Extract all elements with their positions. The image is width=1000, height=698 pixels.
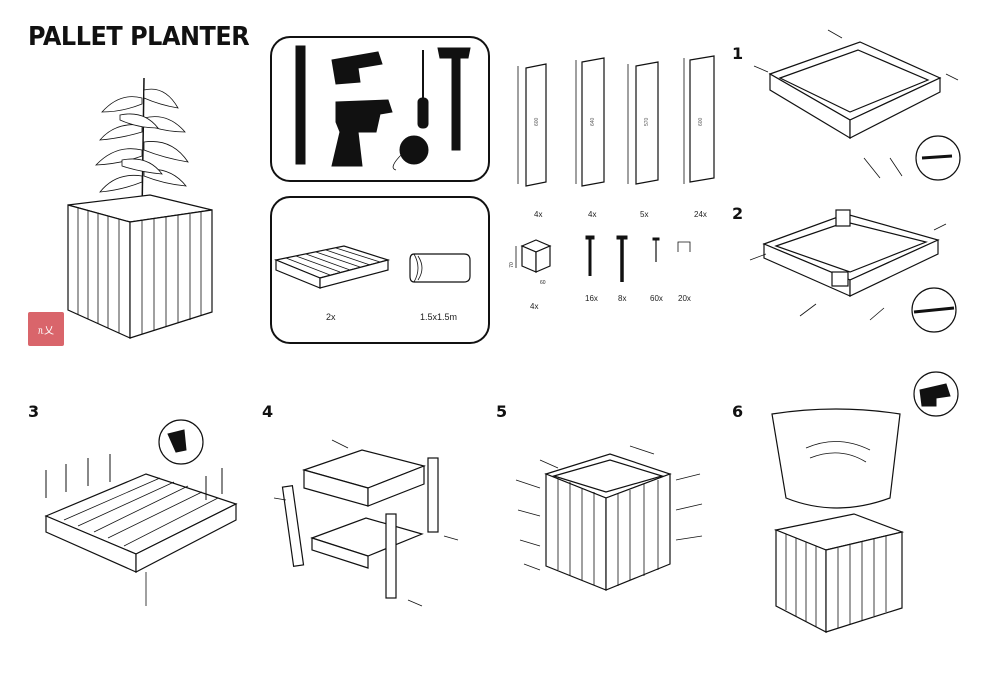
- step-5-number: 5: [496, 402, 508, 421]
- step-2-illustration: [749, 209, 957, 333]
- svg-text:570: 570: [644, 117, 650, 126]
- long-screw-qty: 16x: [585, 294, 598, 303]
- long-screw-detail-icon: [913, 306, 955, 314]
- screw-icon: [616, 235, 628, 282]
- screw-qty: 8x: [618, 294, 627, 303]
- planks-illustration: 600 640 570 600: [517, 55, 715, 187]
- step-1-illustration: [753, 29, 961, 181]
- pallet-qty: 2x: [326, 312, 336, 322]
- block-height-label: 70: [508, 262, 515, 268]
- power-drill-icon: [331, 99, 393, 167]
- block-icon: [515, 239, 552, 273]
- long-screw-icon: [585, 235, 595, 276]
- svg-text:640: 640: [590, 117, 596, 126]
- pallet-illustration: [273, 245, 391, 289]
- staple-gun-icon: [331, 51, 383, 85]
- plank-4-qty: 24x: [694, 210, 707, 219]
- step-5-illustration: [515, 445, 703, 591]
- block-qty: 4x: [530, 302, 539, 311]
- hammer-icon: [437, 47, 471, 151]
- step-3-number: 3: [28, 402, 40, 421]
- plank-1-qty: 4x: [534, 210, 543, 219]
- step-4-illustration: [273, 439, 459, 607]
- page-title: PALLET PLANTER: [28, 22, 250, 52]
- spirit-level-icon: [295, 45, 306, 165]
- hero-planter-illustration: [67, 77, 213, 339]
- nail-icon: [652, 237, 660, 262]
- plank-3-qty: 5x: [640, 210, 649, 219]
- step-3-illustration: [44, 419, 238, 606]
- screw-detail-icon: [921, 154, 953, 160]
- staple-gun-detail-icon: [919, 383, 951, 407]
- step-4-number: 4: [262, 402, 274, 421]
- svg-text:600: 600: [534, 117, 540, 126]
- tools-illustration: [295, 45, 471, 171]
- nail-qty: 60x: [650, 294, 663, 303]
- staple-qty: 20x: [678, 294, 691, 303]
- staple-icon: [677, 241, 691, 252]
- step-2-number: 2: [732, 204, 744, 223]
- step-1-number: 1: [732, 44, 744, 63]
- hardware-illustration: [515, 235, 691, 282]
- block-width-label: 60: [540, 280, 546, 286]
- brand-logo: ᥰ乂: [28, 312, 64, 346]
- step-6-illustration: [771, 371, 959, 633]
- tape-measure-icon: [392, 135, 429, 171]
- fabric-roll-illustration: [409, 253, 471, 283]
- fabric-qty: 1.5x1.5m: [420, 312, 458, 322]
- logo-text: ᥰ乂: [37, 325, 55, 337]
- step-6-number: 6: [732, 402, 744, 421]
- svg-text:600: 600: [698, 117, 704, 126]
- plank-2-qty: 4x: [588, 210, 597, 219]
- hammer-detail-icon: [167, 429, 187, 453]
- screwdriver-icon: [417, 50, 429, 129]
